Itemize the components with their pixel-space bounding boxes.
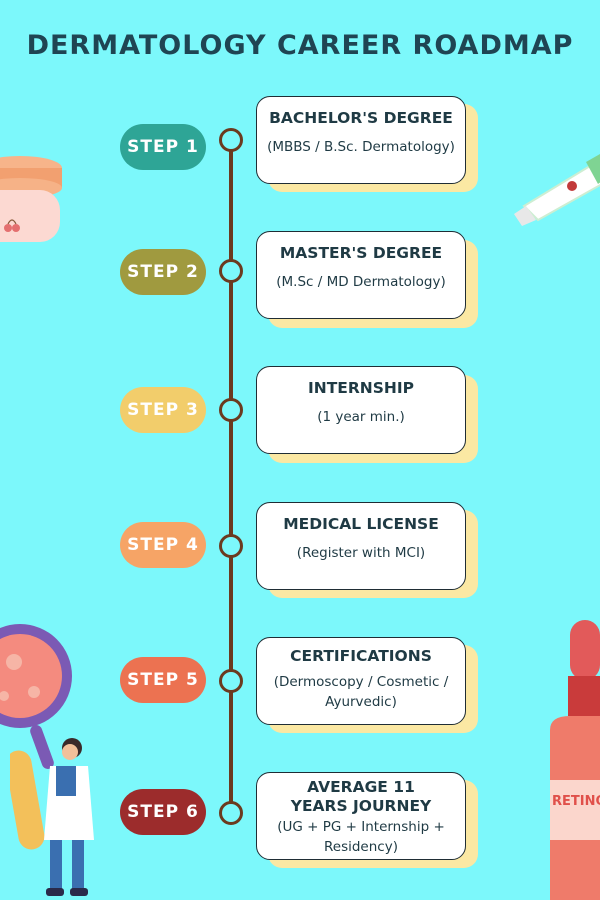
timeline-dot-3: [219, 398, 243, 422]
cream-jar-illustration: [0, 156, 62, 242]
timeline-dot-6: [219, 801, 243, 825]
timeline-dot-2: [219, 259, 243, 283]
serum-label-text: RETINOL SERUM: [552, 794, 600, 809]
timeline-dot-1: [219, 128, 243, 152]
step-6-card: AVERAGE 11 YEARS JOURNEY (UG + PG + Inte…: [256, 772, 466, 860]
step-3-card: INTERNSHIP (1 year min.): [256, 366, 466, 454]
step-1-card: BACHELOR'S DEGREE (MBBS / B.Sc. Dermatol…: [256, 96, 466, 184]
step-5-card: CERTIFICATIONS (Dermoscopy / Cosmetic / …: [256, 637, 466, 725]
step-1-heading: BACHELOR'S DEGREE: [269, 109, 453, 127]
step-4-detail: (Register with MCI): [296, 545, 426, 561]
step-3-detail: (1 year min.): [317, 409, 405, 425]
step-1-badge: STEP 1: [120, 124, 206, 170]
timeline-dot-5: [219, 669, 243, 693]
ointment-tube-illustration: [514, 154, 600, 226]
step-6-badge: STEP 6: [120, 789, 206, 835]
step-2-heading: MASTER'S DEGREE: [279, 244, 443, 262]
timeline-dot-4: [219, 534, 243, 558]
step-5-heading: CERTIFICATIONS: [290, 647, 432, 665]
step-2-detail: (M.Sc / MD Dermatology): [276, 274, 446, 290]
step-4-badge: STEP 4: [120, 522, 206, 568]
magnifier-skin-illustration: [0, 624, 72, 769]
doctor-figure-illustration: [10, 738, 94, 896]
step-2-badge: STEP 2: [120, 249, 206, 295]
step-4-card: MEDICAL LICENSE (Register with MCI): [256, 502, 466, 590]
step-4-heading: MEDICAL LICENSE: [283, 515, 439, 533]
step-3-badge: STEP 3: [120, 387, 206, 433]
step-3-heading: INTERNSHIP: [307, 379, 415, 397]
timeline-line: [229, 140, 233, 815]
serum-bottle-illustration: [550, 620, 600, 900]
step-6-detail: (UG + PG + Internship + Residency): [277, 819, 445, 855]
step-1-detail: (MBBS / B.Sc. Dermatology): [267, 139, 455, 155]
step-5-detail: (Dermoscopy / Cosmetic / Ayurvedic): [273, 674, 449, 710]
step-6-heading: AVERAGE 11 YEARS JOURNEY: [290, 778, 432, 815]
step-5-badge: STEP 5: [120, 657, 206, 703]
page-title: DERMATOLOGY CAREER ROADMAP: [26, 30, 574, 61]
serum-label: RETINOL SERUM: [552, 794, 600, 810]
step-2-card: MASTER'S DEGREE (M.Sc / MD Dermatology): [256, 231, 466, 319]
